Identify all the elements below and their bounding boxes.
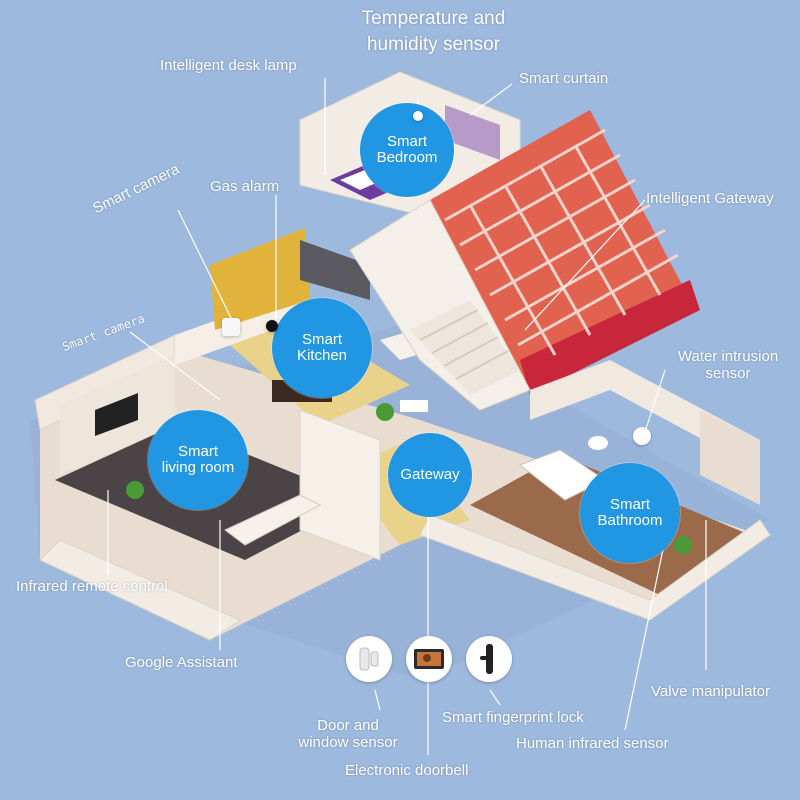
temperature-sensor-dot [413,111,423,121]
roof [430,110,700,395]
label-door-window-sensor: Door and window sensor [298,717,398,751]
bubble-smart-kitchen: Smart Kitchen [272,298,372,398]
bubble-label: Smart Bathroom [597,496,663,529]
fingerprint-lock-thumb [466,636,512,682]
label-gas-alarm: Gas alarm [210,178,280,195]
bubble-label: Smart living room [161,443,235,476]
bubble-smart-bathroom: Smart Bathroom [580,463,680,563]
bubble-label: Smart Bedroom [376,133,438,166]
door-window-sensor-thumb [346,636,392,682]
kitchen-cabinets [210,228,310,330]
electronic-doorbell-thumb [406,636,452,682]
label-google-assistant: Google Assistant [125,654,238,671]
bubble-label: Smart Kitchen [296,331,348,364]
label-intelligent-desk-lamp: Intelligent desk lamp [160,57,297,74]
door-sensor-icon [359,647,379,671]
bubble-gateway: Gateway [388,433,472,517]
sofa [224,494,322,546]
fingerprint-lock-icon [480,644,493,674]
doorbell-screen-icon [414,649,444,669]
camera-device [222,318,240,336]
label-smart-curtain: Smart curtain [519,70,609,87]
stairs [410,300,520,395]
gas-alarm-dot [266,320,278,332]
label-smart-fingerprint-lock: Smart fingerprint lock [442,709,584,726]
gateway-device [400,400,428,412]
label-electronic-doorbell: Electronic doorbell [345,762,469,779]
bedroom-window [445,105,500,160]
label-water-intrusion-sensor: Water intrusion sensor [677,348,779,382]
label-infrared-remote-control: Infrared remote control [16,578,168,595]
label-valve-manipulator: Valve manipulator [651,683,770,700]
front-wall-left [39,539,242,641]
water-sensor-device [633,427,651,445]
bubble-smart-living-room: Smart living room [148,410,248,510]
bathroom-back-wall [530,360,760,470]
bubble-label: Gateway [400,466,460,483]
tv [95,393,138,436]
label-intelligent-gateway: Intelligent Gateway [646,190,774,207]
label-human-infrared-sensor: Human infrared sensor [516,735,669,752]
label-temperature-humidity-sensor: Temperature and humidity sensor [361,8,506,55]
bubble-smart-bedroom: Smart Bedroom [360,103,454,197]
pointer-lines [107,78,707,755]
